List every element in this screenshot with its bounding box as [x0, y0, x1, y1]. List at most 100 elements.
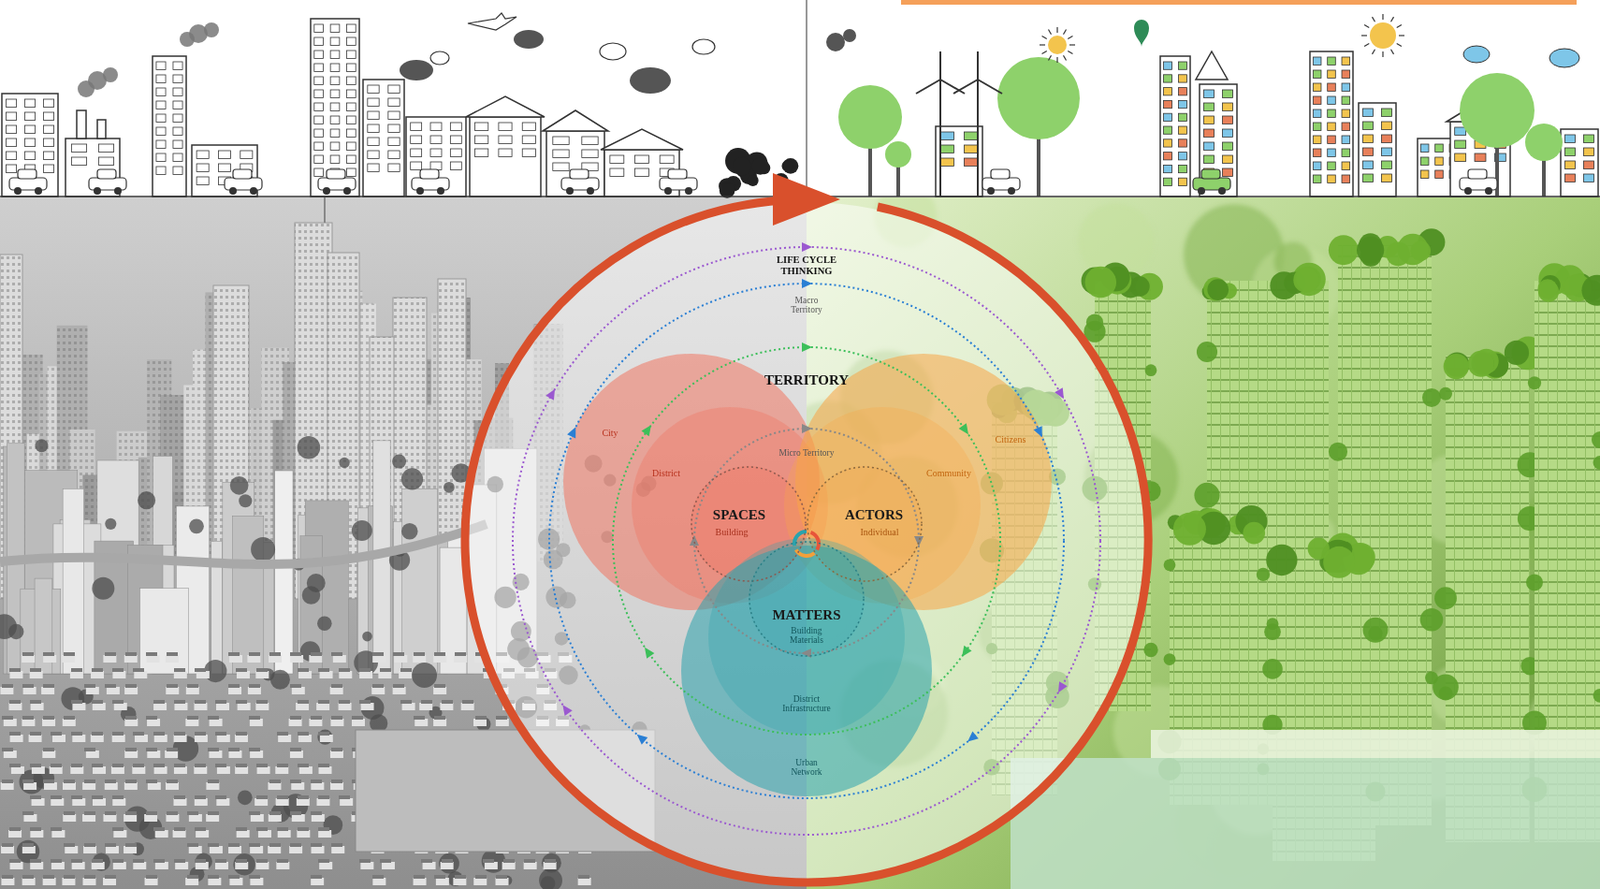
house	[0, 845, 15, 854]
sun	[1361, 14, 1405, 58]
recycle-symbol	[1195, 51, 1228, 80]
wheel	[93, 187, 102, 195]
window	[1341, 109, 1351, 117]
roof-foliage	[1328, 234, 1359, 265]
window	[1178, 139, 1188, 147]
house	[439, 702, 453, 711]
house	[154, 734, 168, 742]
house	[310, 782, 324, 790]
house	[124, 686, 138, 695]
house	[82, 782, 96, 790]
house-roof	[475, 874, 487, 879]
window	[367, 98, 379, 106]
ring-arrowhead	[801, 342, 813, 352]
sun-ray	[1067, 36, 1073, 40]
dotted-ring	[694, 428, 919, 654]
dark-cloud	[629, 67, 671, 94]
house-roof	[84, 779, 96, 784]
sun-ray	[1396, 43, 1402, 47]
window	[610, 155, 625, 163]
house-roof	[248, 715, 261, 720]
building-outline	[1560, 129, 1599, 197]
tree	[92, 853, 111, 872]
window	[5, 164, 16, 173]
house	[41, 686, 55, 695]
facade-foliage	[1086, 313, 1104, 331]
house-roof	[132, 858, 145, 863]
house	[189, 845, 203, 854]
window	[346, 142, 356, 150]
sun-ray	[1391, 49, 1395, 55]
window	[330, 129, 340, 137]
house-roof	[145, 715, 158, 720]
house-roof	[290, 652, 302, 656]
house-roof	[153, 858, 165, 863]
sun-ray	[1042, 51, 1048, 55]
window	[367, 150, 379, 159]
house	[378, 670, 392, 679]
window	[410, 135, 422, 144]
house-roof	[495, 715, 508, 720]
house	[42, 750, 56, 758]
house-roof	[132, 763, 145, 768]
house-roof	[372, 874, 384, 879]
window	[314, 155, 324, 163]
house-roof	[63, 811, 75, 815]
window	[475, 135, 489, 144]
house	[52, 734, 66, 742]
circle-backdrop	[467, 202, 1146, 880]
window	[1312, 135, 1322, 144]
roof-foliage	[1356, 236, 1384, 264]
window	[1327, 135, 1337, 144]
house	[134, 734, 148, 742]
house	[165, 686, 179, 695]
window	[1221, 102, 1233, 111]
house-roof	[132, 668, 145, 672]
strip-building	[1560, 129, 1599, 197]
house-roof	[290, 779, 302, 784]
house-roof	[359, 668, 371, 672]
car-cabin	[569, 169, 589, 179]
house	[249, 718, 263, 727]
roof-foliage	[1085, 266, 1118, 299]
window	[5, 99, 16, 107]
house	[132, 861, 146, 870]
building-outline	[1, 93, 59, 197]
house	[392, 686, 407, 695]
orange-bar	[901, 0, 1577, 5]
node-subtitle: Building Materials	[777, 625, 836, 646]
window	[1341, 148, 1351, 157]
house-roof	[112, 763, 124, 768]
window	[964, 145, 978, 153]
window	[330, 63, 340, 72]
window	[1362, 134, 1373, 143]
house-roof	[482, 858, 495, 863]
window	[5, 112, 16, 120]
window	[1341, 57, 1351, 65]
tree	[540, 875, 556, 889]
cloud	[692, 39, 715, 55]
facade-foliage	[1593, 455, 1600, 470]
house	[29, 861, 44, 870]
node-outline	[749, 541, 864, 656]
window	[330, 76, 340, 85]
house	[72, 861, 86, 870]
house-roof	[256, 858, 268, 863]
window	[24, 99, 35, 107]
car	[561, 169, 599, 195]
house-roof	[9, 858, 21, 863]
house	[10, 861, 24, 870]
window	[1327, 83, 1337, 91]
house-roof	[276, 827, 289, 831]
house-roof	[29, 827, 42, 831]
sun-ray	[1398, 34, 1405, 36]
sun-ray	[1063, 29, 1067, 35]
tree	[411, 662, 437, 688]
house	[331, 845, 345, 854]
house	[258, 829, 272, 838]
window	[71, 157, 87, 165]
window	[1454, 140, 1467, 148]
house	[229, 654, 243, 663]
house-roof	[84, 747, 96, 752]
